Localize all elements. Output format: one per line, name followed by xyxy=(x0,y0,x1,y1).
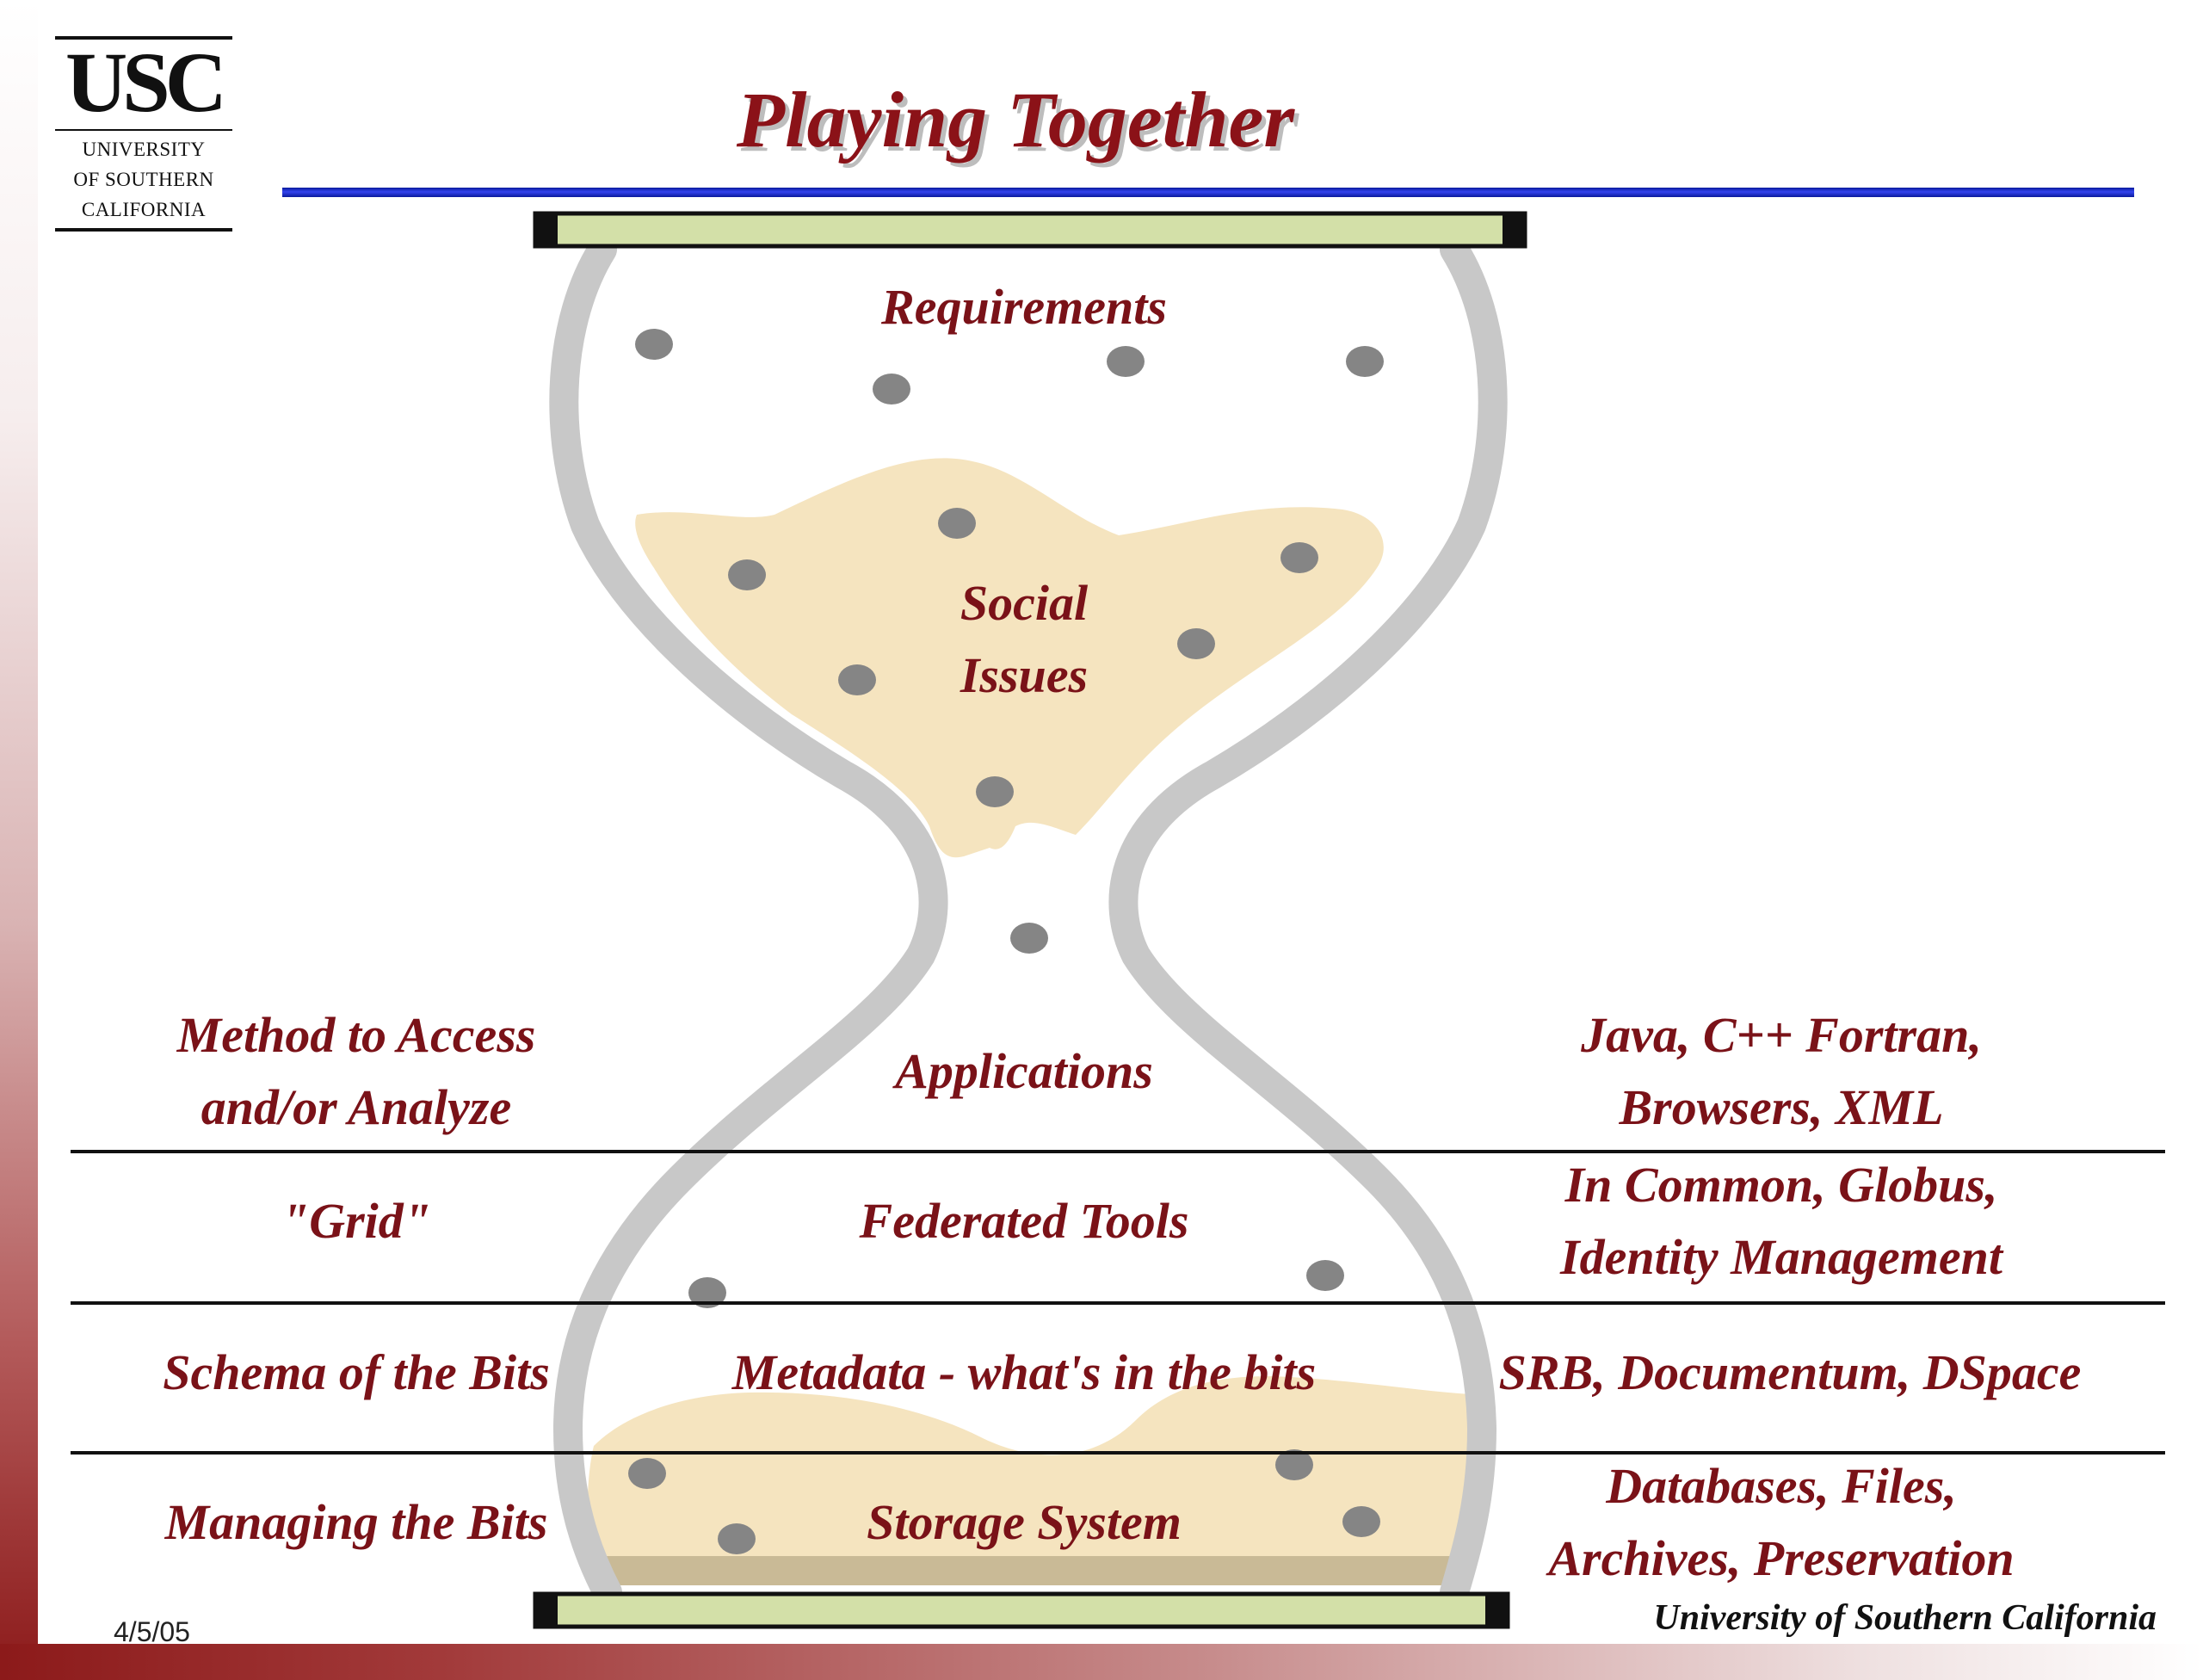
sand-grain xyxy=(1280,542,1318,573)
logo-line-2: OF SOUTHERN xyxy=(73,169,214,190)
sand-grain xyxy=(1275,1449,1313,1480)
sand-grain xyxy=(1342,1506,1380,1537)
row-divider xyxy=(71,1451,2165,1455)
row-1-left-line-2: and/or Analyze xyxy=(201,1079,512,1135)
sand-grain xyxy=(688,1277,726,1308)
social-issues-label-line-1: Social xyxy=(960,575,1089,631)
logo-line-1: UNIVERSITY xyxy=(82,139,206,160)
row-2-right-line-2: Identity Management xyxy=(1560,1229,2002,1285)
sand-grain xyxy=(1010,923,1048,954)
row-3-right: SRB, Documentum, DSpace xyxy=(1498,1344,2082,1400)
glass-left-wall xyxy=(549,235,948,1607)
footer-organization: University of Southern California xyxy=(1653,1598,2157,1638)
usc-logo: USC UNIVERSITY OF SOUTHERN CALIFORNIA xyxy=(55,36,232,232)
sand-grain xyxy=(1306,1260,1344,1291)
sand-grain xyxy=(1177,628,1215,659)
upper-sand xyxy=(635,458,1384,858)
sand-grain xyxy=(1107,346,1145,377)
glass-right-wall xyxy=(1108,235,1508,1607)
title-underline xyxy=(282,188,2134,197)
row-3-center: Metadata - what's in the bits xyxy=(731,1344,1317,1400)
row-1-right-line-1: Java, C++ Fortran, xyxy=(1581,1007,1982,1063)
logo-wordmark: USC xyxy=(65,34,227,130)
row-1-center: Applications xyxy=(895,1043,1153,1099)
logo-top-rule xyxy=(55,36,232,40)
row-4-right-line-2: Archives, Preservation xyxy=(1548,1530,2015,1586)
sand-grain xyxy=(873,374,910,405)
lower-sand xyxy=(587,1376,1470,1584)
row-2-left: "Grid" xyxy=(281,1193,431,1249)
bottom-gradient-band xyxy=(0,1644,2203,1680)
sand-grain xyxy=(628,1458,666,1489)
social-issues-label-line-2: Issues xyxy=(960,647,1089,703)
row-4-center: Storage System xyxy=(867,1494,1182,1550)
sand-grain xyxy=(976,776,1014,807)
requirements-label: Requirements xyxy=(881,279,1167,335)
top-cap-right-end xyxy=(1503,213,1525,246)
row-2-right-line-1: In Common, Globus, xyxy=(1564,1157,1998,1213)
row-1-left-line-1: Method to Access xyxy=(176,1007,536,1063)
sand-grain xyxy=(938,508,976,539)
top-cap-left-end xyxy=(535,213,558,246)
slide-title: Playing Together xyxy=(736,76,1295,164)
left-gradient-band xyxy=(0,0,38,1680)
sand-grain xyxy=(718,1523,756,1554)
logo-divider xyxy=(55,129,232,131)
row-divider xyxy=(71,1150,2165,1153)
sand-grain xyxy=(635,329,673,360)
footer-date: 4/5/05 xyxy=(114,1616,190,1647)
sand-grain xyxy=(1346,346,1384,377)
bottom-cap-right-end xyxy=(1485,1594,1508,1627)
row-divider xyxy=(71,1301,2165,1305)
bottom-cap xyxy=(533,1591,1510,1629)
row-2-center: Federated Tools xyxy=(859,1193,1189,1249)
top-cap xyxy=(533,211,1527,249)
sand-base xyxy=(597,1556,1463,1585)
sand-grain xyxy=(838,664,876,695)
logo-bottom-rule xyxy=(55,228,232,232)
row-4-left: Managing the Bits xyxy=(164,1494,548,1550)
row-3-left: Schema of the Bits xyxy=(163,1344,550,1400)
row-4-right-line-1: Databases, Files, xyxy=(1606,1458,1957,1514)
row-1-right-line-2: Browsers, XML xyxy=(1619,1079,1944,1135)
sand-grain xyxy=(728,559,766,590)
logo-line-3: CALIFORNIA xyxy=(81,199,207,220)
sand-grains xyxy=(628,329,1384,1554)
bottom-cap-left-end xyxy=(535,1594,558,1627)
